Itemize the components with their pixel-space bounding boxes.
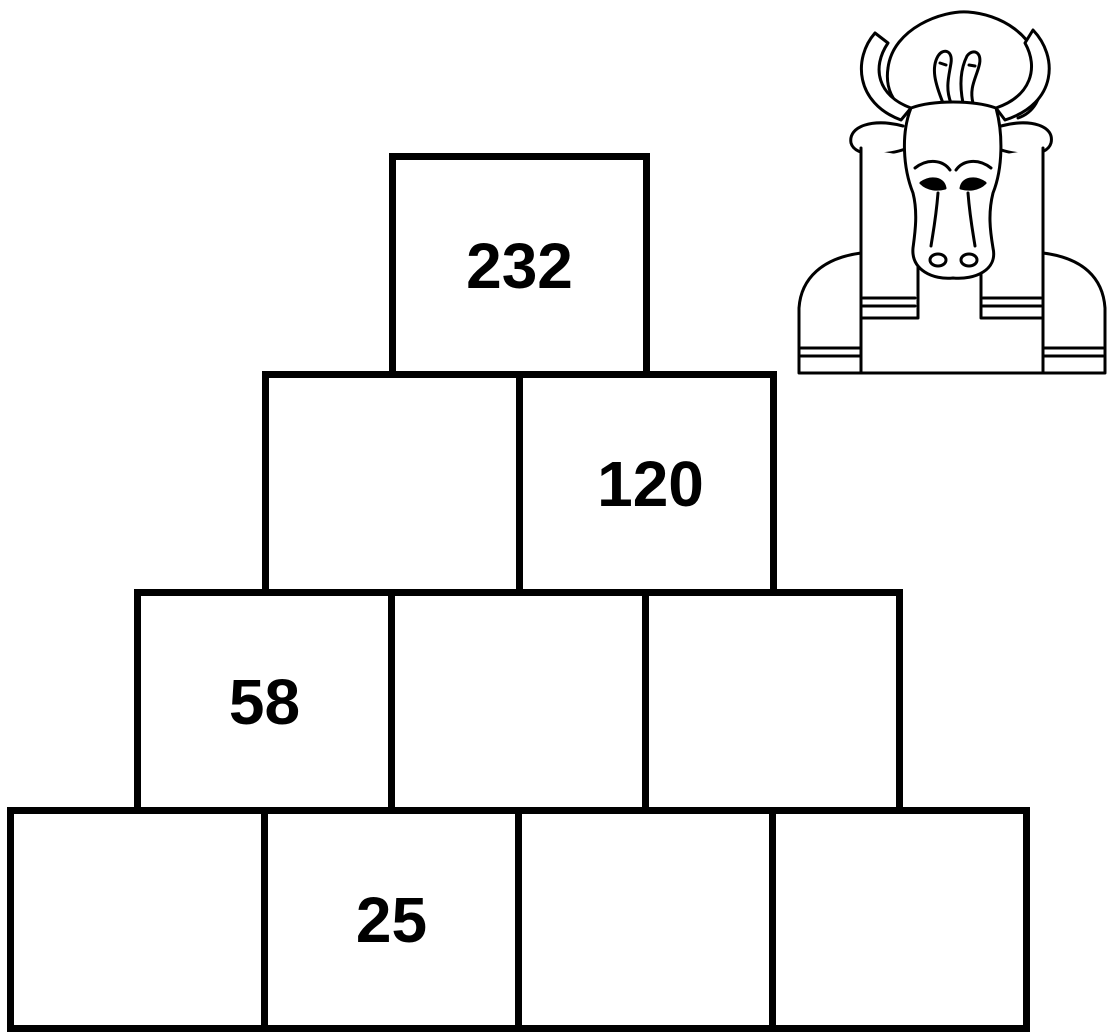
pyramid-cell-r4-c3[interactable] [515, 807, 776, 1032]
pyramid-cell-r4-c2[interactable]: 25 [261, 807, 522, 1032]
pyramid-cell-value: 120 [597, 447, 704, 521]
pyramid-cell-r3-c3[interactable] [642, 589, 903, 814]
pyramid-cell-r3-c1[interactable]: 58 [134, 589, 395, 814]
pyramid-cell-r2-c1[interactable] [262, 371, 523, 596]
pyramid-cell-value: 58 [229, 665, 300, 739]
pyramid-cell-r4-c4[interactable] [769, 807, 1030, 1032]
pyramid-cell-r2-c2[interactable]: 120 [516, 371, 777, 596]
bull-head-icon [793, 8, 1111, 380]
pyramid-cell-r3-c2[interactable] [388, 589, 649, 814]
pyramid-cell-r4-c1[interactable] [7, 807, 268, 1032]
pyramid-cell-value: 232 [466, 229, 573, 303]
pyramid-cell-r1-c1[interactable]: 232 [389, 153, 650, 378]
pyramid-cell-value: 25 [356, 883, 427, 957]
